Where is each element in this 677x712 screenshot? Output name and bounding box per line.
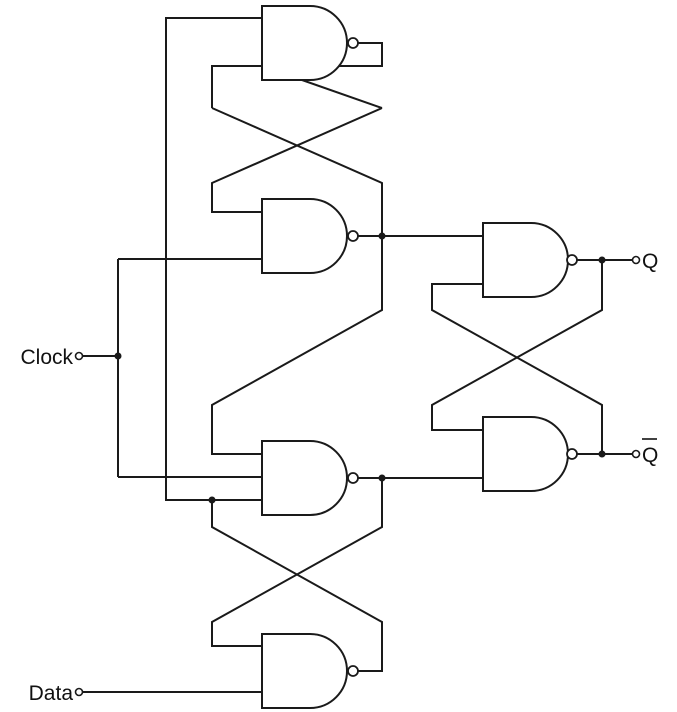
nand-gate-3 bbox=[261, 440, 359, 516]
junctions bbox=[114, 232, 606, 504]
wire-g2-down bbox=[211, 236, 383, 455]
wire-g1-loop bbox=[211, 42, 383, 108]
junction-clock bbox=[114, 352, 122, 360]
terminal-data bbox=[74, 687, 84, 697]
nand-gate-2 bbox=[261, 198, 359, 274]
nand-gate-4 bbox=[261, 633, 359, 709]
junction-qbar bbox=[598, 450, 606, 458]
junction-g2-out bbox=[378, 232, 386, 240]
label-clock: Clock bbox=[20, 346, 73, 369]
nand-gate-6 bbox=[482, 416, 578, 492]
label-q: Q bbox=[642, 250, 658, 273]
wire-qbar-feedback bbox=[431, 283, 603, 454]
label-data: Data bbox=[29, 682, 74, 705]
nand-gate-1 bbox=[261, 5, 359, 81]
wires bbox=[83, 17, 632, 693]
junction-g3-in bbox=[208, 496, 216, 504]
junction-g3-out bbox=[378, 474, 386, 482]
wire-g6-loop bbox=[211, 500, 383, 672]
terminal-clock bbox=[74, 351, 84, 361]
label-q-bar: Q bbox=[642, 444, 658, 467]
junction-q bbox=[598, 256, 606, 264]
wire-g3-to-g6 bbox=[211, 478, 383, 647]
terminal-qbar bbox=[631, 449, 641, 459]
nand-gate-5 bbox=[482, 222, 578, 298]
wire-q-feedback bbox=[431, 260, 603, 431]
wire-cross-a bbox=[211, 107, 383, 236]
wire-cross-c bbox=[211, 107, 383, 213]
terminal-q bbox=[631, 255, 641, 265]
terminals bbox=[74, 255, 641, 697]
